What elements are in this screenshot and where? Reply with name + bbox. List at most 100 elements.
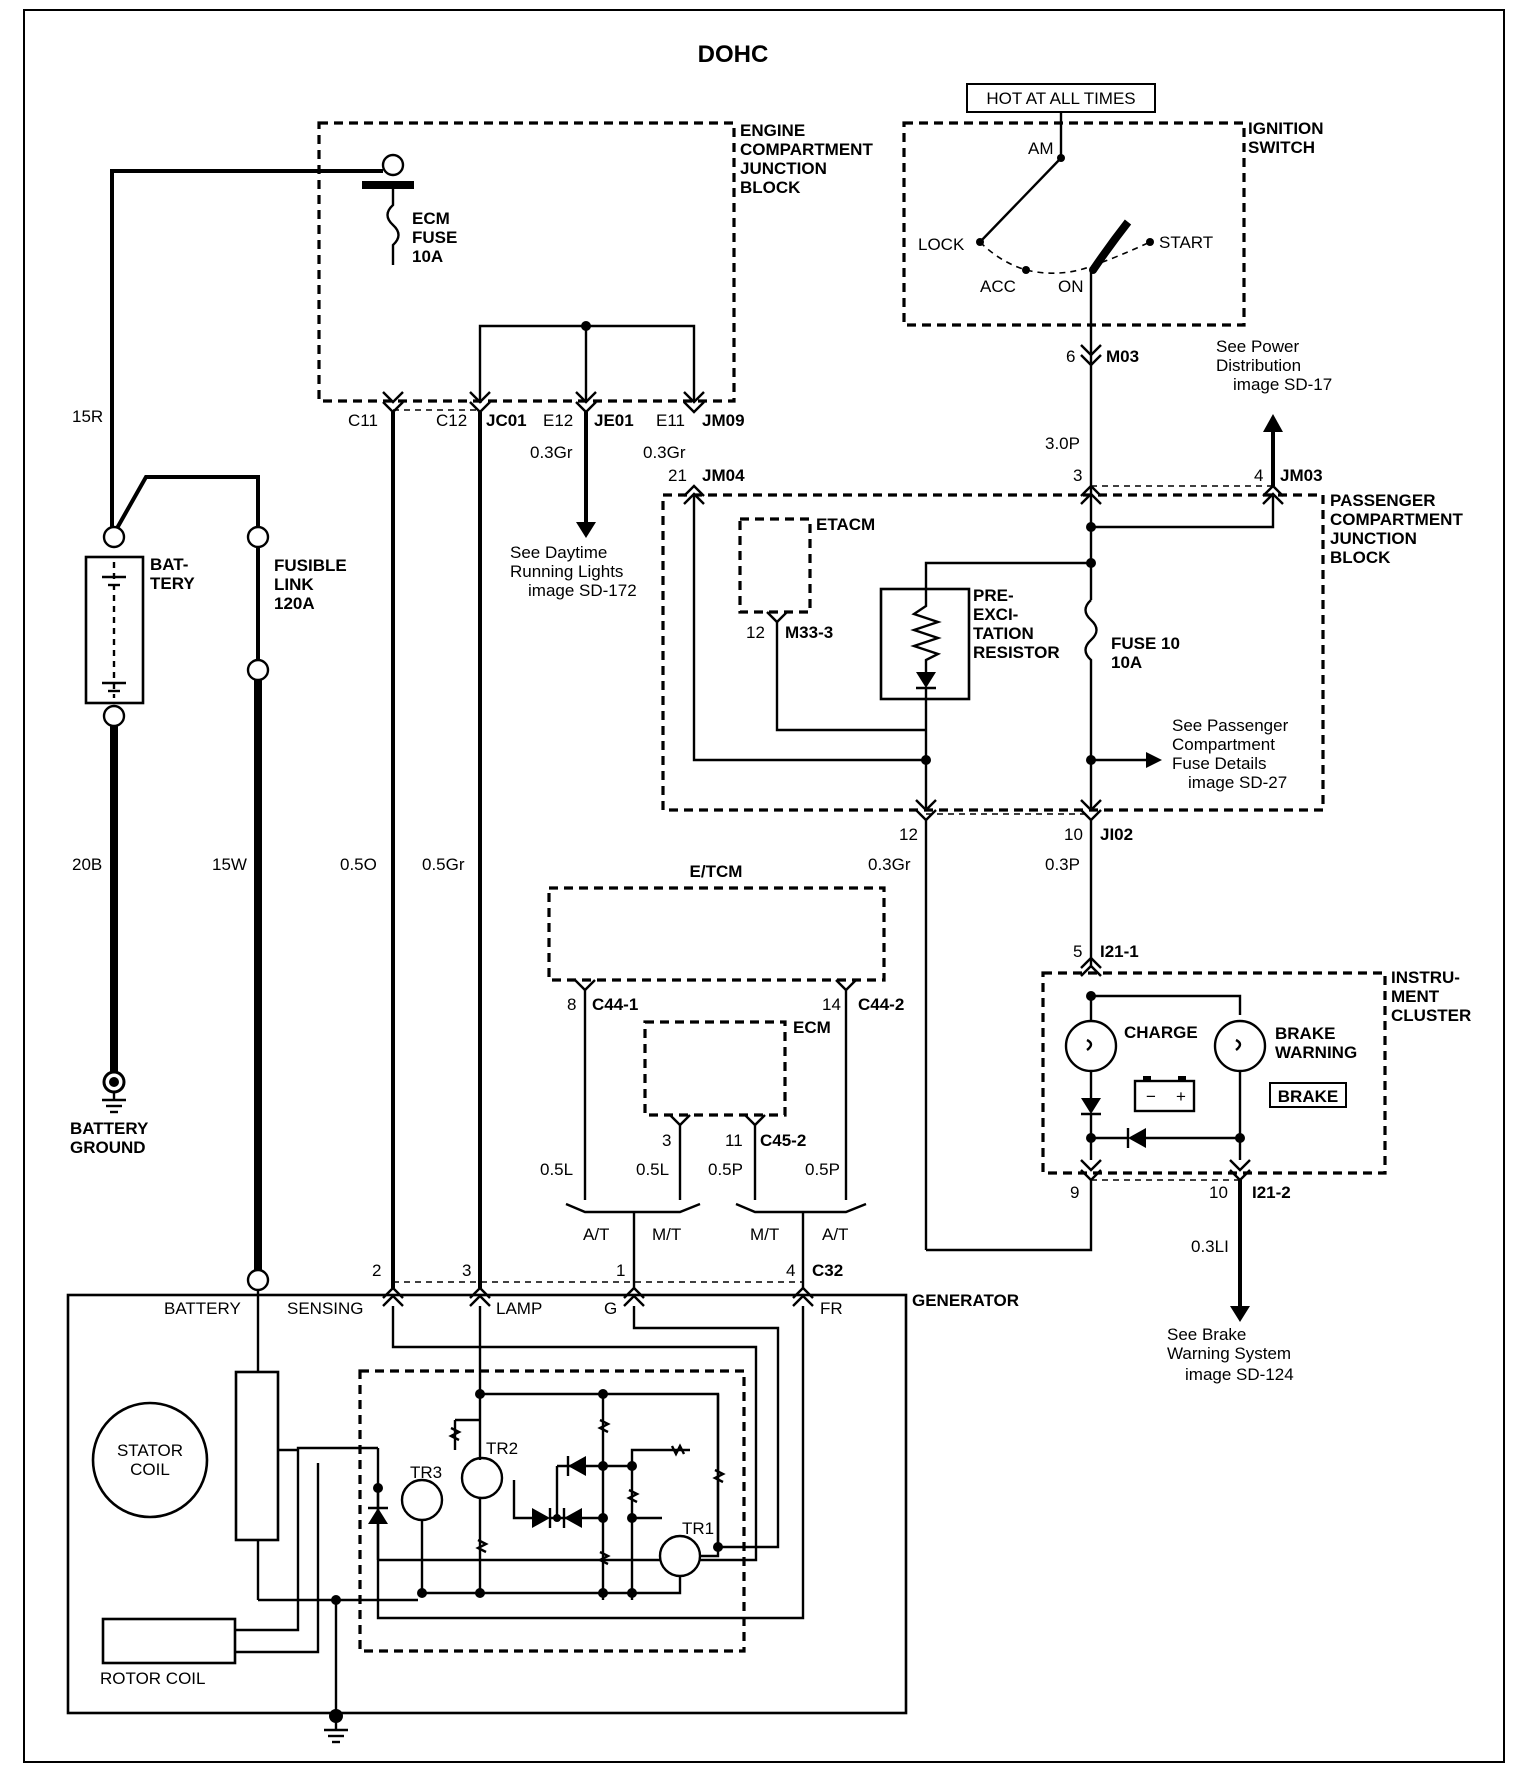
svg-text:ON: ON (1058, 277, 1084, 296)
passenger-compartment-junction-block: PASSENGER COMPARTMENT JUNCTION BLOCK ETA… (661, 484, 1463, 812)
instrument-cluster: INSTRU- MENT CLUSTER 5 I21-1 CHARGE BRAK… (1041, 942, 1471, 1384)
diagram-title: DOHC (698, 41, 769, 68)
svg-text:GENERATOR: GENERATOR (912, 1291, 1019, 1310)
svg-text:0.5L: 0.5L (540, 1160, 573, 1179)
battery-icon (1133, 1079, 1196, 1113)
svg-text:10A: 10A (412, 247, 443, 266)
ecm-module: ECM 3 11 C45-2 (643, 1018, 831, 1200)
svg-text:image SD-17: image SD-17 (1233, 375, 1332, 394)
svg-text:JUNCTION: JUNCTION (740, 159, 827, 178)
svg-text:IGNITION: IGNITION (1248, 119, 1324, 138)
svg-text:0.5P: 0.5P (708, 1160, 743, 1179)
etcm-module: E/TCM 8 C44-1 14 C44-2 (547, 862, 904, 1200)
svg-text:I21-1: I21-1 (1100, 942, 1139, 961)
svg-text:3: 3 (1073, 466, 1082, 485)
svg-text:AM: AM (1028, 139, 1054, 158)
svg-text:A/T: A/T (583, 1225, 609, 1244)
svg-text:14: 14 (822, 995, 841, 1014)
svg-text:Warning System: Warning System (1167, 1344, 1291, 1363)
generator-feed-wires: 0.5O 0.5Gr (340, 412, 482, 1288)
svg-text:10: 10 (1209, 1183, 1228, 1202)
brake-badge: BRAKE (1278, 1087, 1338, 1106)
svg-text:C44-2: C44-2 (858, 995, 904, 1014)
svg-text:I21-2: I21-2 (1252, 1183, 1291, 1202)
svg-text:See Brake: See Brake (1167, 1325, 1246, 1344)
svg-text:12: 12 (899, 825, 918, 844)
battery-icon-plus: + (1176, 1087, 1186, 1106)
svg-text:INSTRU-: INSTRU- (1391, 968, 1460, 987)
svg-text:4: 4 (1254, 466, 1263, 485)
svg-text:JM04: JM04 (702, 466, 745, 485)
svg-text:See Passenger: See Passenger (1172, 716, 1289, 735)
svg-text:CLUSTER: CLUSTER (1391, 1006, 1471, 1025)
svg-text:C44-1: C44-1 (592, 995, 638, 1014)
svg-text:A/T: A/T (822, 1225, 848, 1244)
svg-text:ECM: ECM (793, 1018, 831, 1037)
svg-text:2: 2 (372, 1261, 381, 1280)
svg-text:M03: M03 (1106, 347, 1139, 366)
ignition-switch: IGNITION SWITCH AM LOCK ACC ON START (902, 112, 1324, 327)
svg-text:ROTOR COIL: ROTOR COIL (100, 1669, 205, 1688)
svg-text:FUSIBLE: FUSIBLE (274, 556, 347, 575)
svg-text:FUSE: FUSE (412, 228, 457, 247)
svg-text:BATTERY: BATTERY (164, 1299, 241, 1318)
svg-text:ENGINE: ENGINE (740, 121, 805, 140)
svg-text:STATOR: STATOR (117, 1441, 183, 1460)
svg-text:TERY: TERY (150, 574, 195, 593)
svg-text:12: 12 (746, 623, 765, 642)
diagram-border (23, 9, 1505, 1763)
svg-text:C12: C12 (436, 411, 467, 430)
svg-text:Running Lights: Running Lights (510, 562, 623, 581)
svg-text:0.3P: 0.3P (1045, 855, 1080, 874)
svg-text:PRE-: PRE- (973, 586, 1014, 605)
svg-text:TR3: TR3 (410, 1463, 442, 1482)
svg-text:JE01: JE01 (594, 411, 634, 430)
svg-text:TR1: TR1 (682, 1519, 714, 1538)
svg-text:JC01: JC01 (486, 411, 527, 430)
svg-text:0.3Gr: 0.3Gr (643, 443, 686, 462)
engine-compartment-junction-block: ENGINE COMPARTMENT JUNCTION BLOCK ECM FU… (317, 121, 873, 403)
ignition-feed: 6 M03 3.0P 3 4 JM03 See Power Distributi… (1045, 270, 1332, 505)
generator: GENERATOR BATTERY SENSING LAMP G FR STAT… (66, 1290, 1019, 1744)
svg-text:JM09: JM09 (702, 411, 745, 430)
svg-text:E12: E12 (543, 411, 573, 430)
svg-text:GROUND: GROUND (70, 1138, 146, 1157)
svg-text:BRAKE: BRAKE (1275, 1024, 1335, 1043)
svg-text:21: 21 (668, 466, 687, 485)
svg-text:0.3Gr: 0.3Gr (530, 443, 573, 462)
svg-text:1: 1 (616, 1261, 625, 1280)
option-branches: 0.5L 0.5L 0.5P 0.5P A/T M/T M/T A/T (540, 1160, 867, 1288)
svg-text:COIL: COIL (130, 1460, 170, 1479)
svg-text:BAT-: BAT- (150, 555, 188, 574)
svg-text:ACC: ACC (980, 277, 1016, 296)
svg-text:0.5L: 0.5L (636, 1160, 669, 1179)
svg-text:15R: 15R (72, 407, 103, 426)
svg-text:C45-2: C45-2 (760, 1131, 806, 1150)
svg-text:4: 4 (786, 1261, 795, 1280)
svg-text:See Power: See Power (1216, 337, 1299, 356)
svg-text:COMPARTMENT: COMPARTMENT (740, 140, 873, 159)
svg-text:START: START (1159, 233, 1213, 252)
svg-text:M/T: M/T (652, 1225, 681, 1244)
hot-label: HOT AT ALL TIMES (986, 89, 1135, 108)
svg-text:3: 3 (662, 1131, 671, 1150)
svg-text:SWITCH: SWITCH (1248, 138, 1315, 157)
pcjb-bottom-connectors: 12 10 JI02 0.3Gr 0.3P (868, 799, 1133, 1252)
svg-text:11: 11 (725, 1131, 743, 1150)
svg-text:15W: 15W (212, 855, 247, 874)
svg-text:CHARGE: CHARGE (1124, 1023, 1198, 1042)
svg-text:Distribution: Distribution (1216, 356, 1301, 375)
brake-badge-box (1269, 1082, 1347, 1108)
svg-text:BLOCK: BLOCK (740, 178, 801, 197)
svg-text:9: 9 (1070, 1183, 1079, 1202)
svg-text:M/T: M/T (750, 1225, 779, 1244)
svg-text:6: 6 (1066, 347, 1075, 366)
svg-text:ETACM: ETACM (816, 515, 875, 534)
svg-text:0.3LI: 0.3LI (1191, 1237, 1229, 1256)
svg-text:E/TCM: E/TCM (690, 862, 743, 881)
svg-text:M33-3: M33-3 (785, 623, 833, 642)
battery-circuit: 15R BAT- TERY 20B BATTERY GROUND FUSIBLE… (70, 169, 383, 1292)
svg-text:JUNCTION: JUNCTION (1330, 529, 1417, 548)
svg-text:LOCK: LOCK (918, 235, 965, 254)
